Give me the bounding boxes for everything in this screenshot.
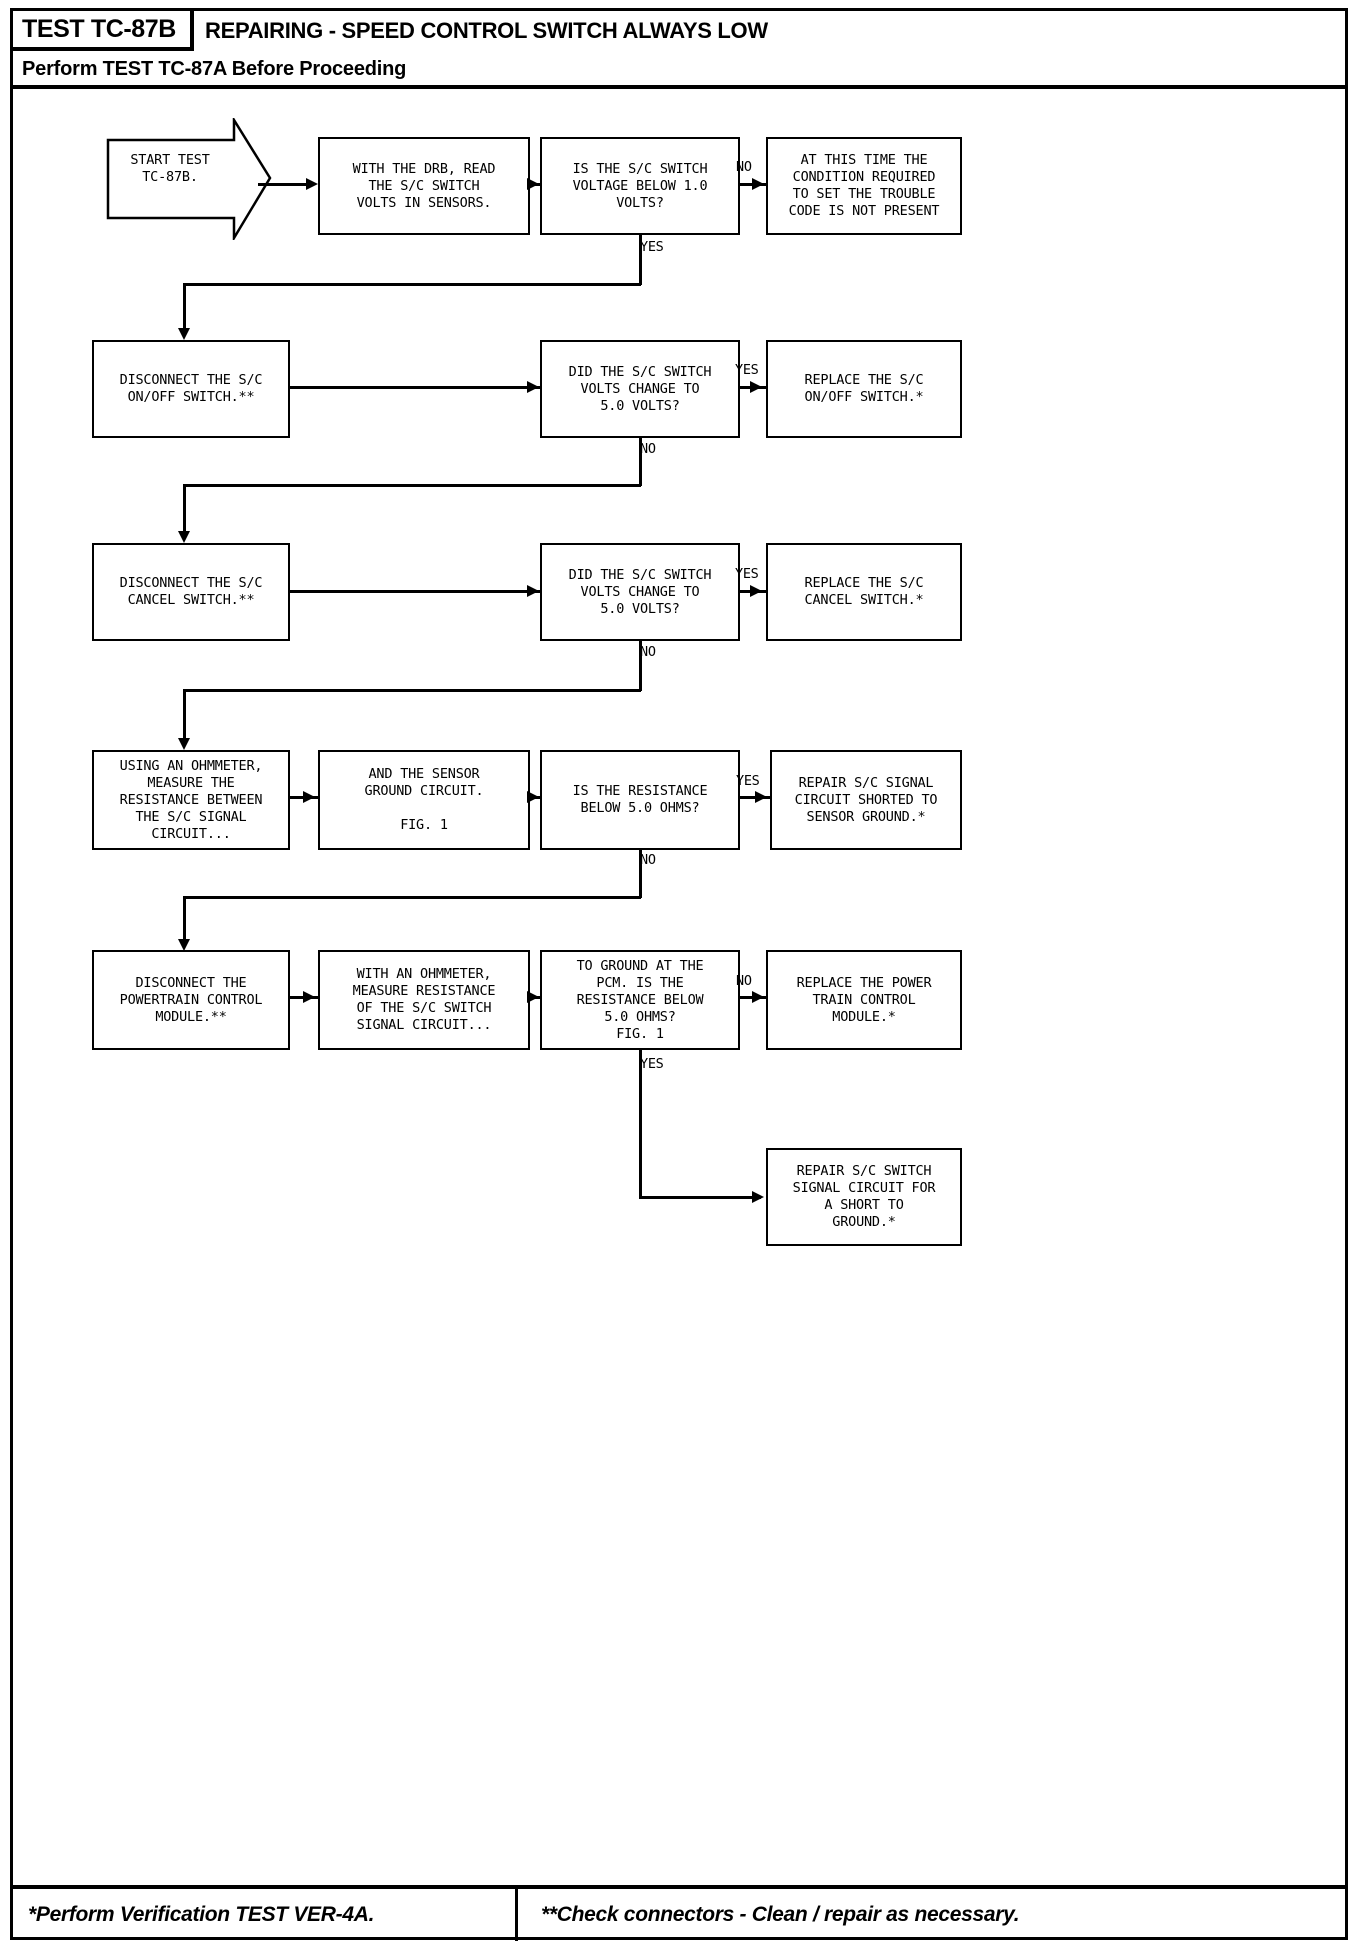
- arrowhead-q5-no: [752, 991, 764, 1003]
- edge-q4-no-left: [183, 896, 641, 899]
- header: TEST TC-87B REPAIRING - SPEED CONTROL SW…: [13, 11, 1345, 89]
- footer-left-cell: *Perform Verification TEST VER-4A.: [13, 1889, 518, 1941]
- node-repair-shorted: REPAIR S/C SIGNAL CIRCUIT SHORTED TO SEN…: [770, 750, 962, 850]
- node-sensor-ground-text: AND THE SENSOR GROUND CIRCUIT. FIG. 1: [364, 766, 484, 833]
- test-id-label: TEST TC-87B: [22, 14, 176, 43]
- node-disconnect-onoff: DISCONNECT THE S/C ON/OFF SWITCH.**: [92, 340, 290, 438]
- arrowhead-to-disconnect-pcm: [178, 939, 190, 951]
- arrowhead-sensor-ground-to-q4: [527, 791, 539, 803]
- node-replace-pcm: REPLACE THE POWER TRAIN CONTROL MODULE.*: [766, 950, 962, 1050]
- arrowhead-measure-signal-to-q5: [527, 991, 539, 1003]
- node-q-change-5v-b-text: DID THE S/C SWITCH VOLTS CHANGE TO 5.0 V…: [568, 566, 712, 617]
- node-repair-short-ground-text: REPAIR S/C SWITCH SIGNAL CIRCUIT FOR A S…: [792, 1163, 936, 1230]
- node-measure-signal-text: WITH AN OHMMETER, MEASURE RESISTANCE OF …: [352, 966, 496, 1033]
- node-ohmmeter-measure: USING AN OHMMETER, MEASURE THE RESISTANC…: [92, 750, 290, 850]
- edge-start-to-read: [258, 183, 310, 186]
- node-disconnect-cancel-text: DISCONNECT THE S/C CANCEL SWITCH.**: [119, 575, 263, 608]
- edge-disconnect-cancel-to-q3: [290, 590, 550, 593]
- arrowhead-to-repair-short-ground: [752, 1191, 764, 1203]
- node-replace-onoff: REPLACE THE S/C ON/OFF SWITCH.*: [766, 340, 962, 438]
- edge-q1-yes-to-row2: [183, 283, 186, 335]
- edge-q3-no-left: [183, 689, 641, 692]
- arrowhead-q2-yes: [750, 381, 762, 393]
- edge-label-yes-2: YES: [735, 362, 759, 378]
- node-q-ground-pcm: TO GROUND AT THE PCM. IS THE RESISTANCE …: [540, 950, 740, 1050]
- node-repair-short-ground: REPAIR S/C SWITCH SIGNAL CIRCUIT FOR A S…: [766, 1148, 962, 1246]
- edge-q5-yes-right: [639, 1196, 761, 1199]
- arrowhead-cancel-to-q3: [527, 585, 539, 597]
- edge-q2-no-down: [639, 438, 642, 486]
- edge-q4-no-down: [639, 850, 642, 898]
- arrowhead-read-to-q1: [527, 178, 539, 190]
- footer-note-verification: *Perform Verification TEST VER-4A.: [28, 1903, 375, 1926]
- node-q-change-5v-b: DID THE S/C SWITCH VOLTS CHANGE TO 5.0 V…: [540, 543, 740, 641]
- node-replace-onoff-text: REPLACE THE S/C ON/OFF SWITCH.*: [804, 372, 924, 405]
- node-disconnect-pcm-text: DISCONNECT THE POWERTRAIN CONTROL MODULE…: [119, 974, 263, 1025]
- edge-q2-no-to-row3: [183, 484, 186, 538]
- node-measure-signal: WITH AN OHMMETER, MEASURE RESISTANCE OF …: [318, 950, 530, 1050]
- node-read-volts-text: WITH THE DRB, READ THE S/C SWITCH VOLTS …: [352, 160, 496, 211]
- footer-right-cell: **Check connectors - Clean / repair as n…: [521, 1889, 1360, 1941]
- arrowhead-to-ohmmeter-measure: [178, 738, 190, 750]
- arrowhead-onoff-to-q2: [527, 381, 539, 393]
- start-terminator-label: START TEST TC-87B.: [130, 152, 210, 185]
- arrowhead-q4-yes: [755, 791, 767, 803]
- edge-label-yes-3: YES: [735, 566, 759, 582]
- node-sensor-ground: AND THE SENSOR GROUND CIRCUIT. FIG. 1: [318, 750, 530, 850]
- node-replace-pcm-text: REPLACE THE POWER TRAIN CONTROL MODULE.*: [796, 974, 932, 1025]
- arrowhead-pcm-to-measure-signal: [303, 991, 315, 1003]
- edge-label-no-4: NO: [640, 852, 656, 868]
- edge-label-no-5: NO: [736, 973, 752, 989]
- edge-q5-yes-down: [639, 1050, 642, 1198]
- node-q-voltage-below-1-text: IS THE S/C SWITCH VOLTAGE BELOW 1.0 VOLT…: [572, 160, 708, 211]
- footer: *Perform Verification TEST VER-4A. **Che…: [13, 1885, 1345, 1941]
- edge-q3-no-down: [639, 641, 642, 691]
- node-disconnect-onoff-text: DISCONNECT THE S/C ON/OFF SWITCH.**: [119, 372, 263, 405]
- node-read-volts: WITH THE DRB, READ THE S/C SWITCH VOLTS …: [318, 137, 530, 235]
- node-disconnect-pcm: DISCONNECT THE POWERTRAIN CONTROL MODULE…: [92, 950, 290, 1050]
- node-disconnect-cancel: DISCONNECT THE S/C CANCEL SWITCH.**: [92, 543, 290, 641]
- edge-label-yes-1: YES: [640, 239, 664, 255]
- edge-q3-no-to-row4: [183, 689, 186, 745]
- node-condition-not-present: AT THIS TIME THE CONDITION REQUIRED TO S…: [766, 137, 962, 235]
- edge-label-yes-4: YES: [736, 773, 760, 789]
- start-terminator-shape: [106, 118, 272, 240]
- node-q-voltage-below-1: IS THE S/C SWITCH VOLTAGE BELOW 1.0 VOLT…: [540, 137, 740, 235]
- edge-q4-no-to-row5: [183, 896, 186, 946]
- page-border: [10, 8, 1348, 1940]
- arrowhead-q1-no: [752, 178, 764, 190]
- arrowhead-start-to-read: [306, 178, 318, 190]
- node-repair-shorted-text: REPAIR S/C SIGNAL CIRCUIT SHORTED TO SEN…: [794, 774, 938, 825]
- node-q-resistance-below-5: IS THE RESISTANCE BELOW 5.0 OHMS?: [540, 750, 740, 850]
- edge-q1-yes-down: [639, 235, 642, 285]
- arrowhead-to-disconnect-onoff: [178, 328, 190, 340]
- edge-label-no-1: NO: [736, 159, 752, 175]
- node-replace-cancel-text: REPLACE THE S/C CANCEL SWITCH.*: [804, 575, 924, 608]
- footer-note-connectors: **Check connectors - Clean / repair as n…: [541, 1903, 1020, 1926]
- node-q-ground-pcm-text: TO GROUND AT THE PCM. IS THE RESISTANCE …: [576, 957, 704, 1042]
- node-q-change-5v-a: DID THE S/C SWITCH VOLTS CHANGE TO 5.0 V…: [540, 340, 740, 438]
- edge-q1-yes-left: [183, 283, 641, 286]
- edge-q2-no-left: [183, 484, 641, 487]
- node-q-resistance-below-5-text: IS THE RESISTANCE BELOW 5.0 OHMS?: [572, 783, 708, 816]
- test-id-box: TEST TC-87B: [13, 11, 194, 51]
- edge-label-yes-5: YES: [640, 1056, 664, 1072]
- node-condition-not-present-text: AT THIS TIME THE CONDITION REQUIRED TO S…: [788, 152, 940, 219]
- page-title: REPAIRING - SPEED CONTROL SWITCH ALWAYS …: [205, 18, 768, 43]
- edge-label-no-3: NO: [640, 644, 656, 660]
- node-replace-cancel: REPLACE THE S/C CANCEL SWITCH.*: [766, 543, 962, 641]
- edge-disconnect-onoff-to-q2: [290, 386, 550, 389]
- node-q-change-5v-a-text: DID THE S/C SWITCH VOLTS CHANGE TO 5.0 V…: [568, 363, 712, 414]
- node-ohmmeter-measure-text: USING AN OHMMETER, MEASURE THE RESISTANC…: [119, 757, 263, 842]
- arrowhead-q3-yes: [750, 585, 762, 597]
- arrowhead-ohmmeter-to-sensor-ground: [303, 791, 315, 803]
- edge-label-no-2: NO: [640, 441, 656, 457]
- header-subtitle: Perform TEST TC-87A Before Proceeding: [22, 58, 407, 80]
- arrowhead-to-disconnect-cancel: [178, 531, 190, 543]
